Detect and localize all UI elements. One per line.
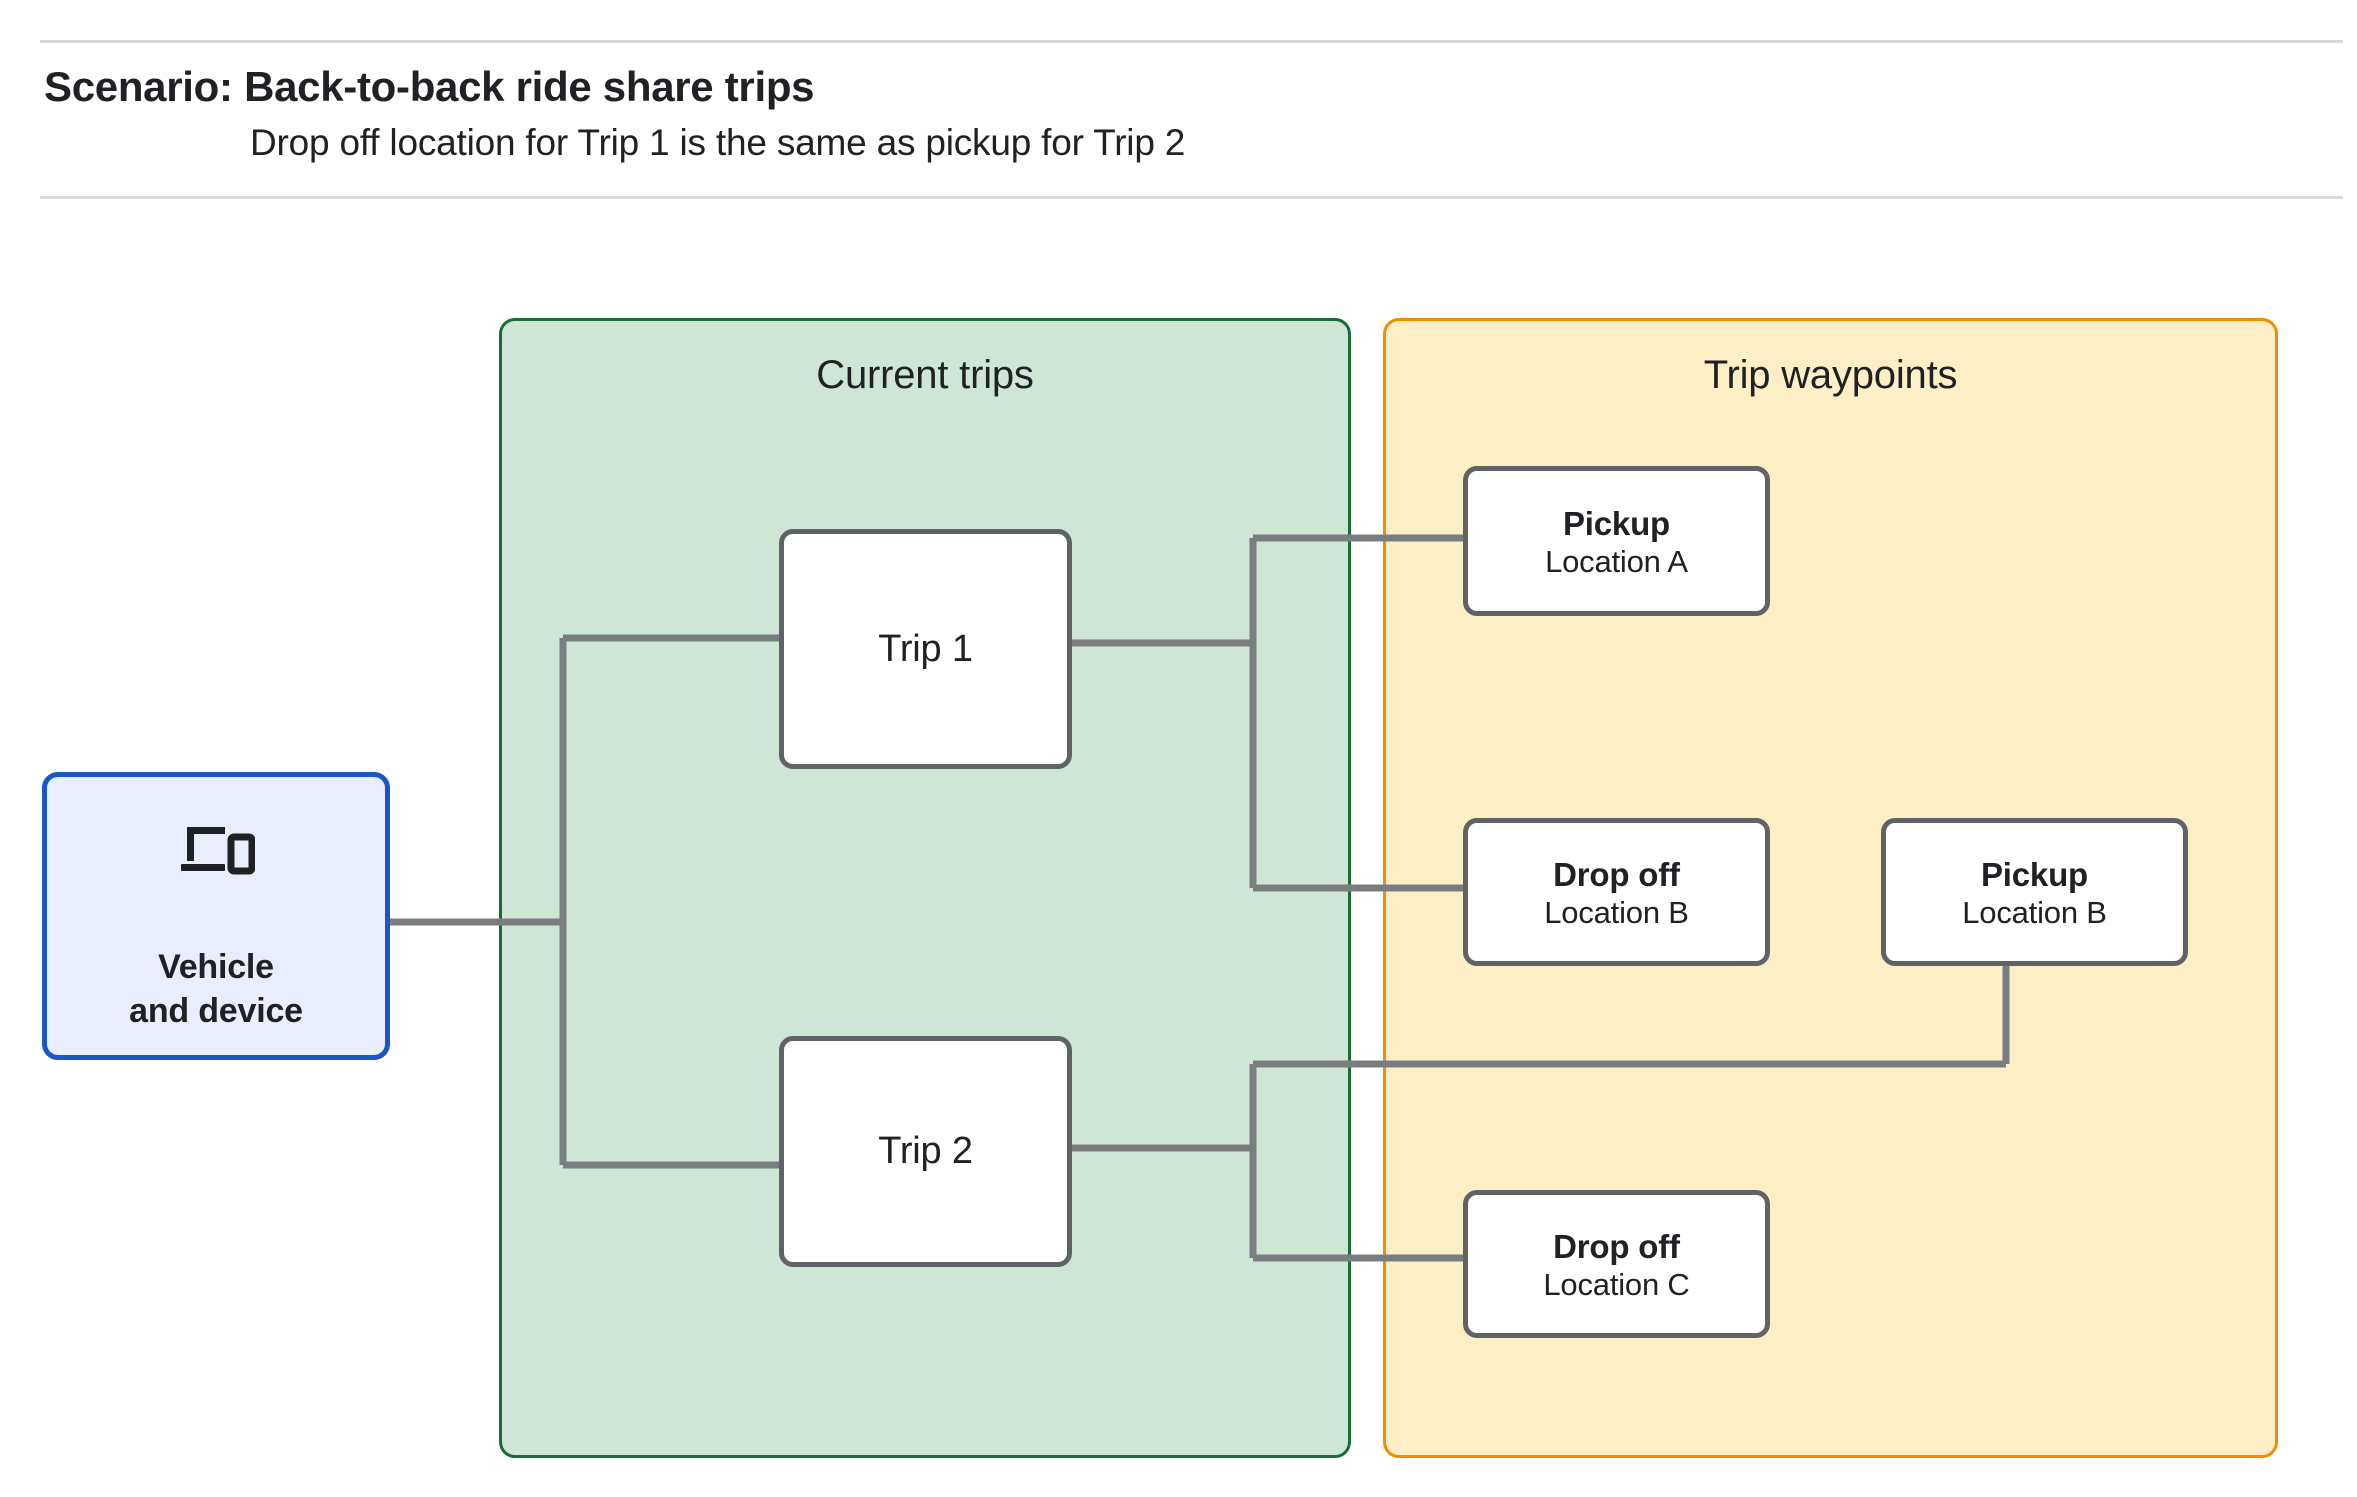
page-title: Scenario: Back-to-back ride share trips (44, 63, 815, 110)
waypoint-location: Location A (1545, 544, 1688, 580)
waypoint-location: Location C (1543, 1267, 1690, 1303)
waypoint-kind: Drop off (1553, 856, 1680, 894)
panel-trip-waypoints-title: Trip waypoints (1703, 353, 1958, 397)
header-divider-bottom (40, 196, 2343, 199)
node-waypoint-pickup-b[interactable]: Pickup Location B (1881, 818, 2188, 966)
trip-1-label: Trip 1 (878, 627, 973, 670)
node-waypoint-dropoff-b[interactable]: Drop off Location B (1463, 818, 1770, 966)
node-vehicle-and-device[interactable]: Vehicle and device (42, 772, 390, 1060)
panel-current-trips: Current trips (499, 318, 1351, 1458)
waypoint-kind: Pickup (1562, 505, 1670, 543)
waypoint-location: Location B (1544, 895, 1689, 931)
waypoint-kind: Pickup (1980, 856, 2088, 894)
waypoint-kind: Drop off (1553, 1228, 1680, 1266)
header-divider-top (40, 40, 2343, 43)
page-subtitle: Drop off location for Trip 1 is the same… (250, 122, 1186, 163)
vehicle-and-device-label: Vehicle and device (129, 948, 303, 1031)
node-waypoint-dropoff-c[interactable]: Drop off Location C (1463, 1190, 1770, 1338)
node-trip-1[interactable]: Trip 1 (779, 529, 1072, 769)
trip-2-label: Trip 2 (878, 1130, 973, 1172)
node-trip-2[interactable]: Trip 2 (779, 1036, 1072, 1267)
node-waypoint-pickup-a[interactable]: Pickup Location A (1463, 466, 1770, 616)
waypoint-location: Location B (1962, 895, 2107, 931)
panel-current-trips-title: Current trips (816, 353, 1034, 397)
laptop-and-phone-icon (181, 827, 255, 875)
